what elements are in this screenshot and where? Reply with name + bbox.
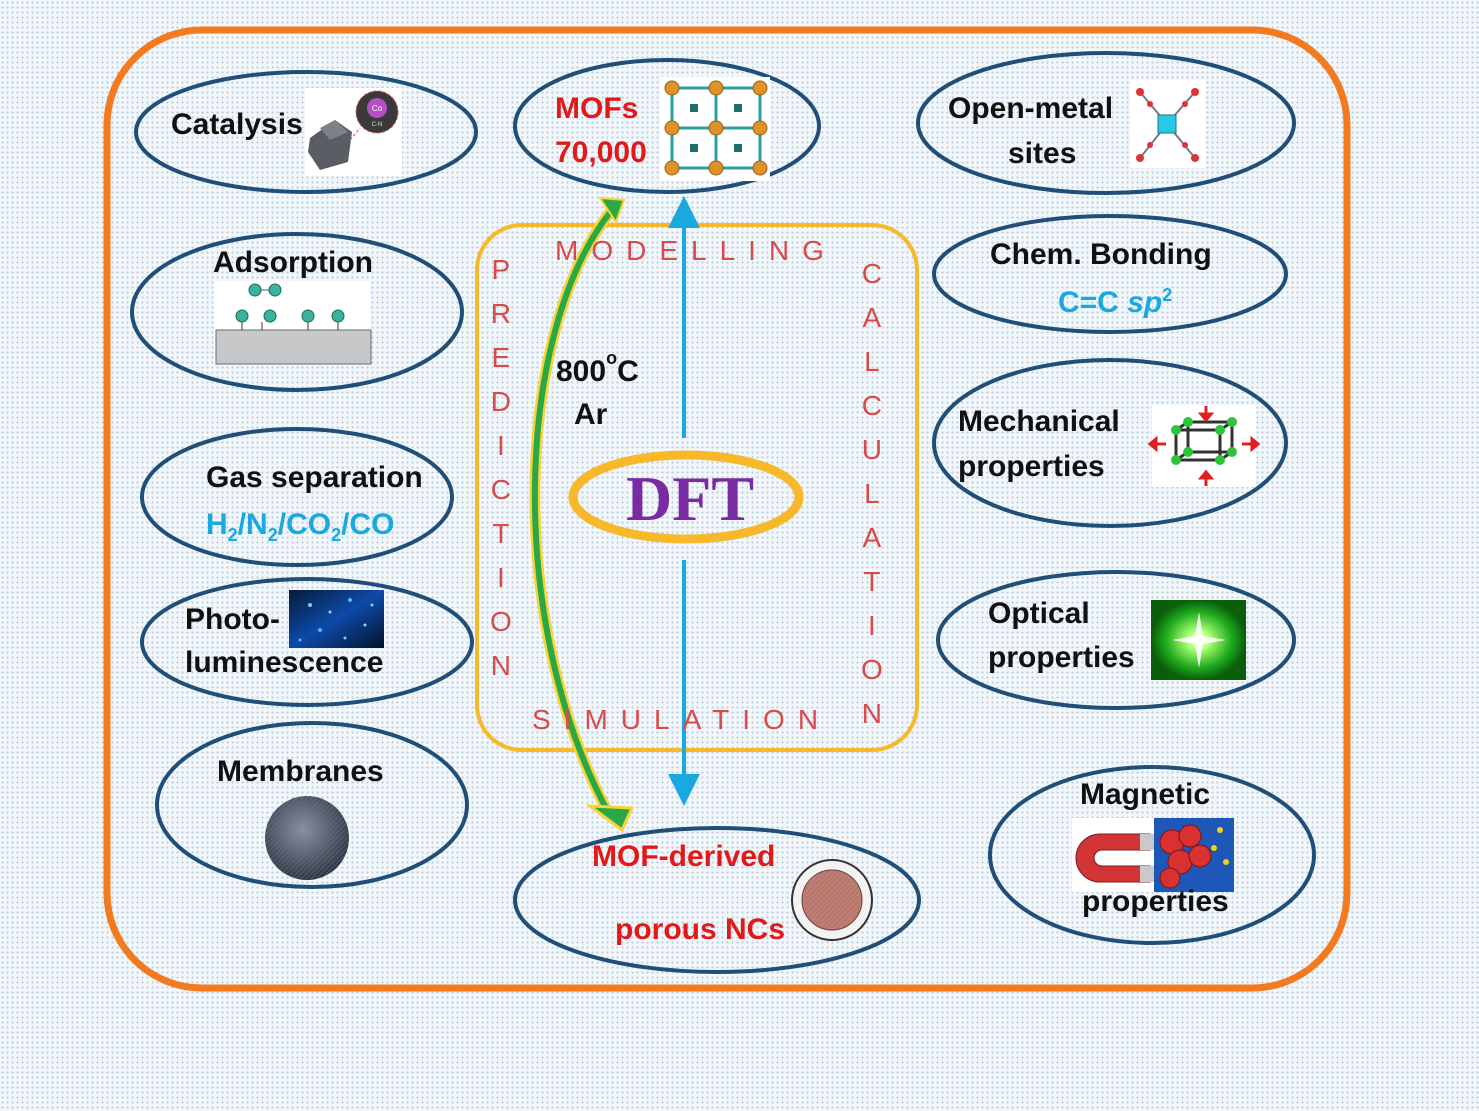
catalyst-badge: Co: [372, 104, 383, 113]
open-metal-ellipse: [916, 51, 1296, 195]
catalysis-ellipse: [134, 70, 478, 194]
mechanical-line1: Mechanical: [958, 405, 1120, 438]
porous-nanocage-image: [791, 859, 873, 941]
argon-label: Ar: [574, 398, 608, 431]
dft-label: DFT: [626, 463, 754, 534]
chem-bonding-ellipse: [932, 214, 1288, 334]
open-metal-line2: sites: [1008, 137, 1077, 170]
photoluminescence-ellipse: [140, 577, 474, 707]
green-light-image: [1151, 600, 1246, 680]
metal-cluster-image: [1130, 80, 1205, 168]
chem-bonding-label: Chem. Bonding: [990, 238, 1212, 271]
simulation-label: SIMULATION: [532, 704, 832, 735]
magnetic-line2: properties: [1082, 885, 1229, 918]
mofs-label: MOFs: [555, 92, 639, 125]
adsorption-ellipse: [130, 232, 464, 392]
open-metal-line1: Open-metal: [948, 92, 1114, 125]
mofs-count: 70,000: [555, 136, 647, 169]
outer-frame: [103, 26, 1351, 992]
catalyst-particle-image: [305, 88, 402, 176]
membranes-label: Membranes: [217, 755, 384, 788]
luminescence-image: [289, 590, 384, 648]
gas-separation-ellipse: [140, 427, 454, 567]
membrane-disc-image: [265, 796, 349, 880]
optical-ellipse: [936, 570, 1296, 710]
mof-derived-label: MOF-derived: [592, 840, 776, 873]
adsorption-label: Adsorption: [213, 246, 373, 279]
porous-ncs-label: porous NCs: [615, 913, 786, 946]
temperature-label: 800oC: [556, 348, 639, 388]
catalyst-badge-sub: C-N: [372, 122, 383, 128]
gas-separation-formula: H2/N2/CO2/CO: [206, 508, 395, 545]
mechanical-line2: properties: [958, 450, 1105, 483]
synthesis-cycle-arrow: [529, 196, 635, 833]
mechanical-ellipse: [932, 358, 1288, 528]
mofs-ellipse: [513, 58, 821, 194]
chem-bonding-formula: C=C sp2: [1058, 285, 1173, 319]
photoluminescence-line1: Photo-: [185, 603, 280, 636]
gas-separation-label: Gas separation: [206, 461, 423, 494]
photoluminescence-line2: luminescence: [185, 646, 384, 679]
surface-adsorption-image: [214, 281, 372, 365]
mof-lattice-image: [660, 77, 770, 181]
strained-cell-image: [1147, 405, 1261, 487]
catalysis-label: Catalysis: [171, 108, 303, 141]
membranes-ellipse: [155, 721, 469, 889]
dft-ring: [568, 450, 804, 544]
optical-line2: properties: [988, 641, 1135, 674]
modelling-label: MODELLING: [555, 235, 837, 266]
magnetic-ellipse: [988, 765, 1316, 945]
magnet-image: [1072, 818, 1234, 892]
mof-derived-ellipse: [513, 826, 921, 974]
optical-line1: Optical: [988, 597, 1090, 630]
magnetic-line1: Magnetic: [1080, 778, 1211, 811]
